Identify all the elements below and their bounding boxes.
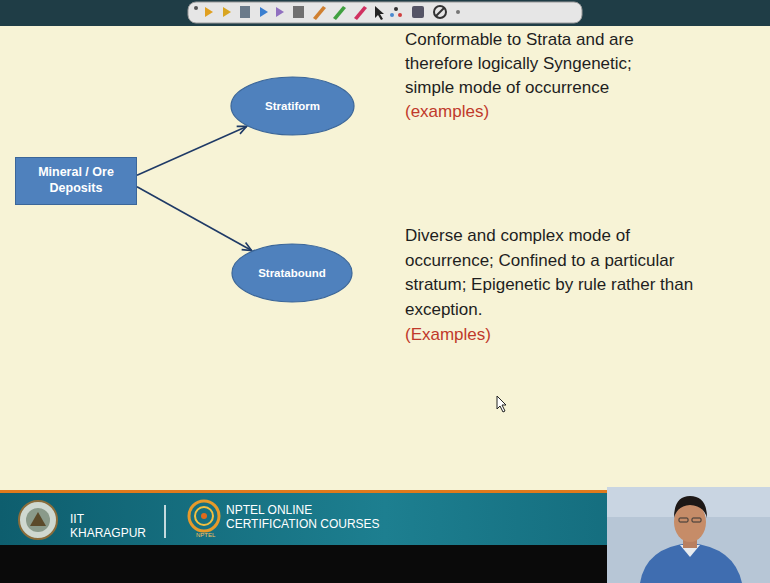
connector-arrow	[137, 126, 247, 175]
presenter-video	[607, 487, 770, 583]
logo-caption: NPTEL	[196, 532, 226, 539]
institute-name: IIT KHARAGPUR	[70, 512, 160, 540]
description-text: Conformable to Strata and are therefore …	[405, 28, 685, 100]
course-banner: NPTEL ONLINE CERTIFICATION COURSES	[226, 503, 396, 531]
category-ellipse: Stratabound	[231, 243, 353, 303]
node-label: Mineral / Ore Deposits	[24, 165, 128, 196]
annotation-toolbar	[188, 2, 582, 23]
node-label: Stratabound	[258, 266, 326, 280]
mouse-pointer	[497, 396, 506, 412]
node-label: Stratiform	[265, 99, 320, 113]
examples-note: (examples)	[405, 100, 685, 124]
footer-separator	[164, 505, 166, 538]
arrow-head	[237, 126, 247, 133]
footer-accent-line	[0, 490, 608, 493]
description-text: Diverse and complex mode of occurrence; …	[405, 224, 695, 322]
connector-arrow	[137, 187, 252, 251]
nptel-emblem	[189, 501, 219, 531]
deposit-box: Mineral / Ore Deposits	[15, 157, 137, 205]
arrow-head	[242, 243, 252, 251]
top-strip	[0, 0, 770, 26]
iit-emblem	[19, 501, 57, 539]
text-column: Diverse and complex mode of occurrence; …	[405, 224, 695, 348]
examples-note: (Examples)	[405, 322, 695, 348]
text-column: Conformable to Strata and are therefore …	[405, 28, 685, 124]
category-ellipse: Stratiform	[230, 76, 355, 136]
connector-line	[137, 187, 252, 251]
connector-line	[137, 126, 247, 175]
